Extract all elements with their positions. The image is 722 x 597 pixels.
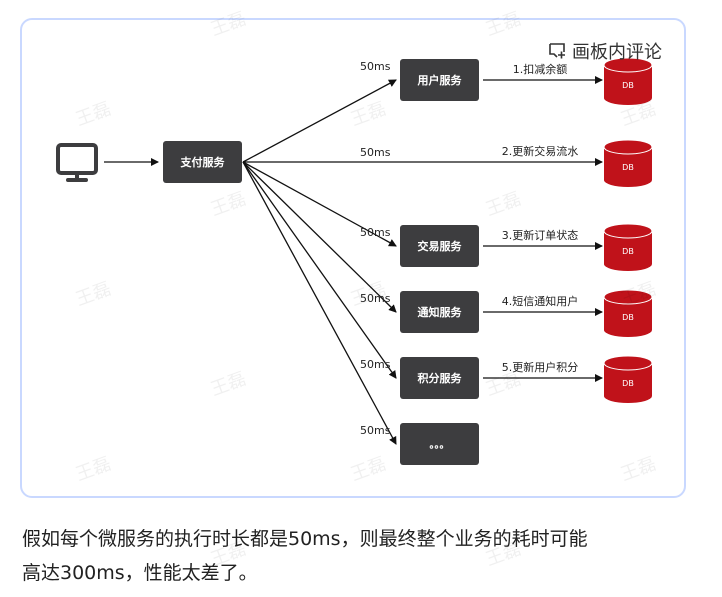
service-label: 积分服务 [418,371,463,385]
action-label: 3.更新订单状态 [502,228,579,242]
comment-add-icon [549,43,565,59]
service-label: 交易服务 [418,239,463,253]
db-label: DB [622,379,634,388]
database-icon: DB [603,139,653,187]
gateway-service-box[interactable]: 支付服务 [163,141,242,183]
action-label: 4.短信通知用户 [502,294,579,308]
branch-5: 50ms 积分服务 5.更新用户积分 DB [242,161,653,403]
latency-arrow [242,161,397,379]
latency-label: 50ms [360,226,391,239]
caption-line-1: 假如每个微服务的执行时长都是50ms，则最终整个业务的耗时可能 [22,528,588,550]
db-label: DB [622,163,634,172]
branch-1: 50ms 用户服务 1.扣减余额 DB [242,57,653,163]
latency-label: 50ms [360,424,391,437]
service-label: 。。。 [430,440,450,451]
branch-4: 50ms 通知服务 4.短信通知用户 DB [242,161,653,337]
latency-arrow [242,161,397,445]
service-box[interactable]: 用户服务 [400,59,479,101]
service-label: 通知服务 [418,305,463,319]
branch-3: 50ms 交易服务 3.更新订单状态 DB [242,161,653,271]
service-box[interactable]: 积分服务 [400,357,479,399]
database-icon: DB [603,355,653,403]
action-label: 2.更新交易流水 [502,144,579,158]
branch-6: 50ms 。。。 [242,161,479,465]
branch-2: 50ms 2.更新交易流水 DB [243,139,653,187]
latency-arrow [242,79,397,163]
caption-line-2: 高达300ms，性能太差了。 [22,562,258,584]
latency-arrow [242,161,397,313]
comment-button[interactable]: 画板内评论 [548,38,662,64]
db-label: DB [622,247,634,256]
service-box[interactable]: 通知服务 [400,291,479,333]
latency-label: 50ms [360,292,391,305]
whiteboard-frame [20,18,686,498]
service-label: 用户服务 [418,73,463,87]
latency-label: 50ms [360,60,391,73]
latency-arrow [242,161,397,247]
latency-label: 50ms [360,146,391,159]
action-label: 5.更新用户积分 [502,360,579,374]
database-icon: DB [603,223,653,271]
gateway-service-label: 支付服务 [180,155,226,169]
database-icon: DB [603,289,653,337]
service-box[interactable]: 。。。 [400,423,479,465]
db-label: DB [622,81,634,90]
monitor-icon [56,143,98,182]
latency-label: 50ms [360,358,391,371]
database-icon: DB [603,57,653,105]
comment-button-label: 画板内评论 [572,42,662,63]
service-box[interactable]: 交易服务 [400,225,479,267]
db-label: DB [622,313,634,322]
caption-paragraph: 假如每个微服务的执行时长都是50ms，则最终整个业务的耗时可能 高达300ms，… [22,522,702,590]
action-label: 1.扣减余额 [513,62,568,76]
